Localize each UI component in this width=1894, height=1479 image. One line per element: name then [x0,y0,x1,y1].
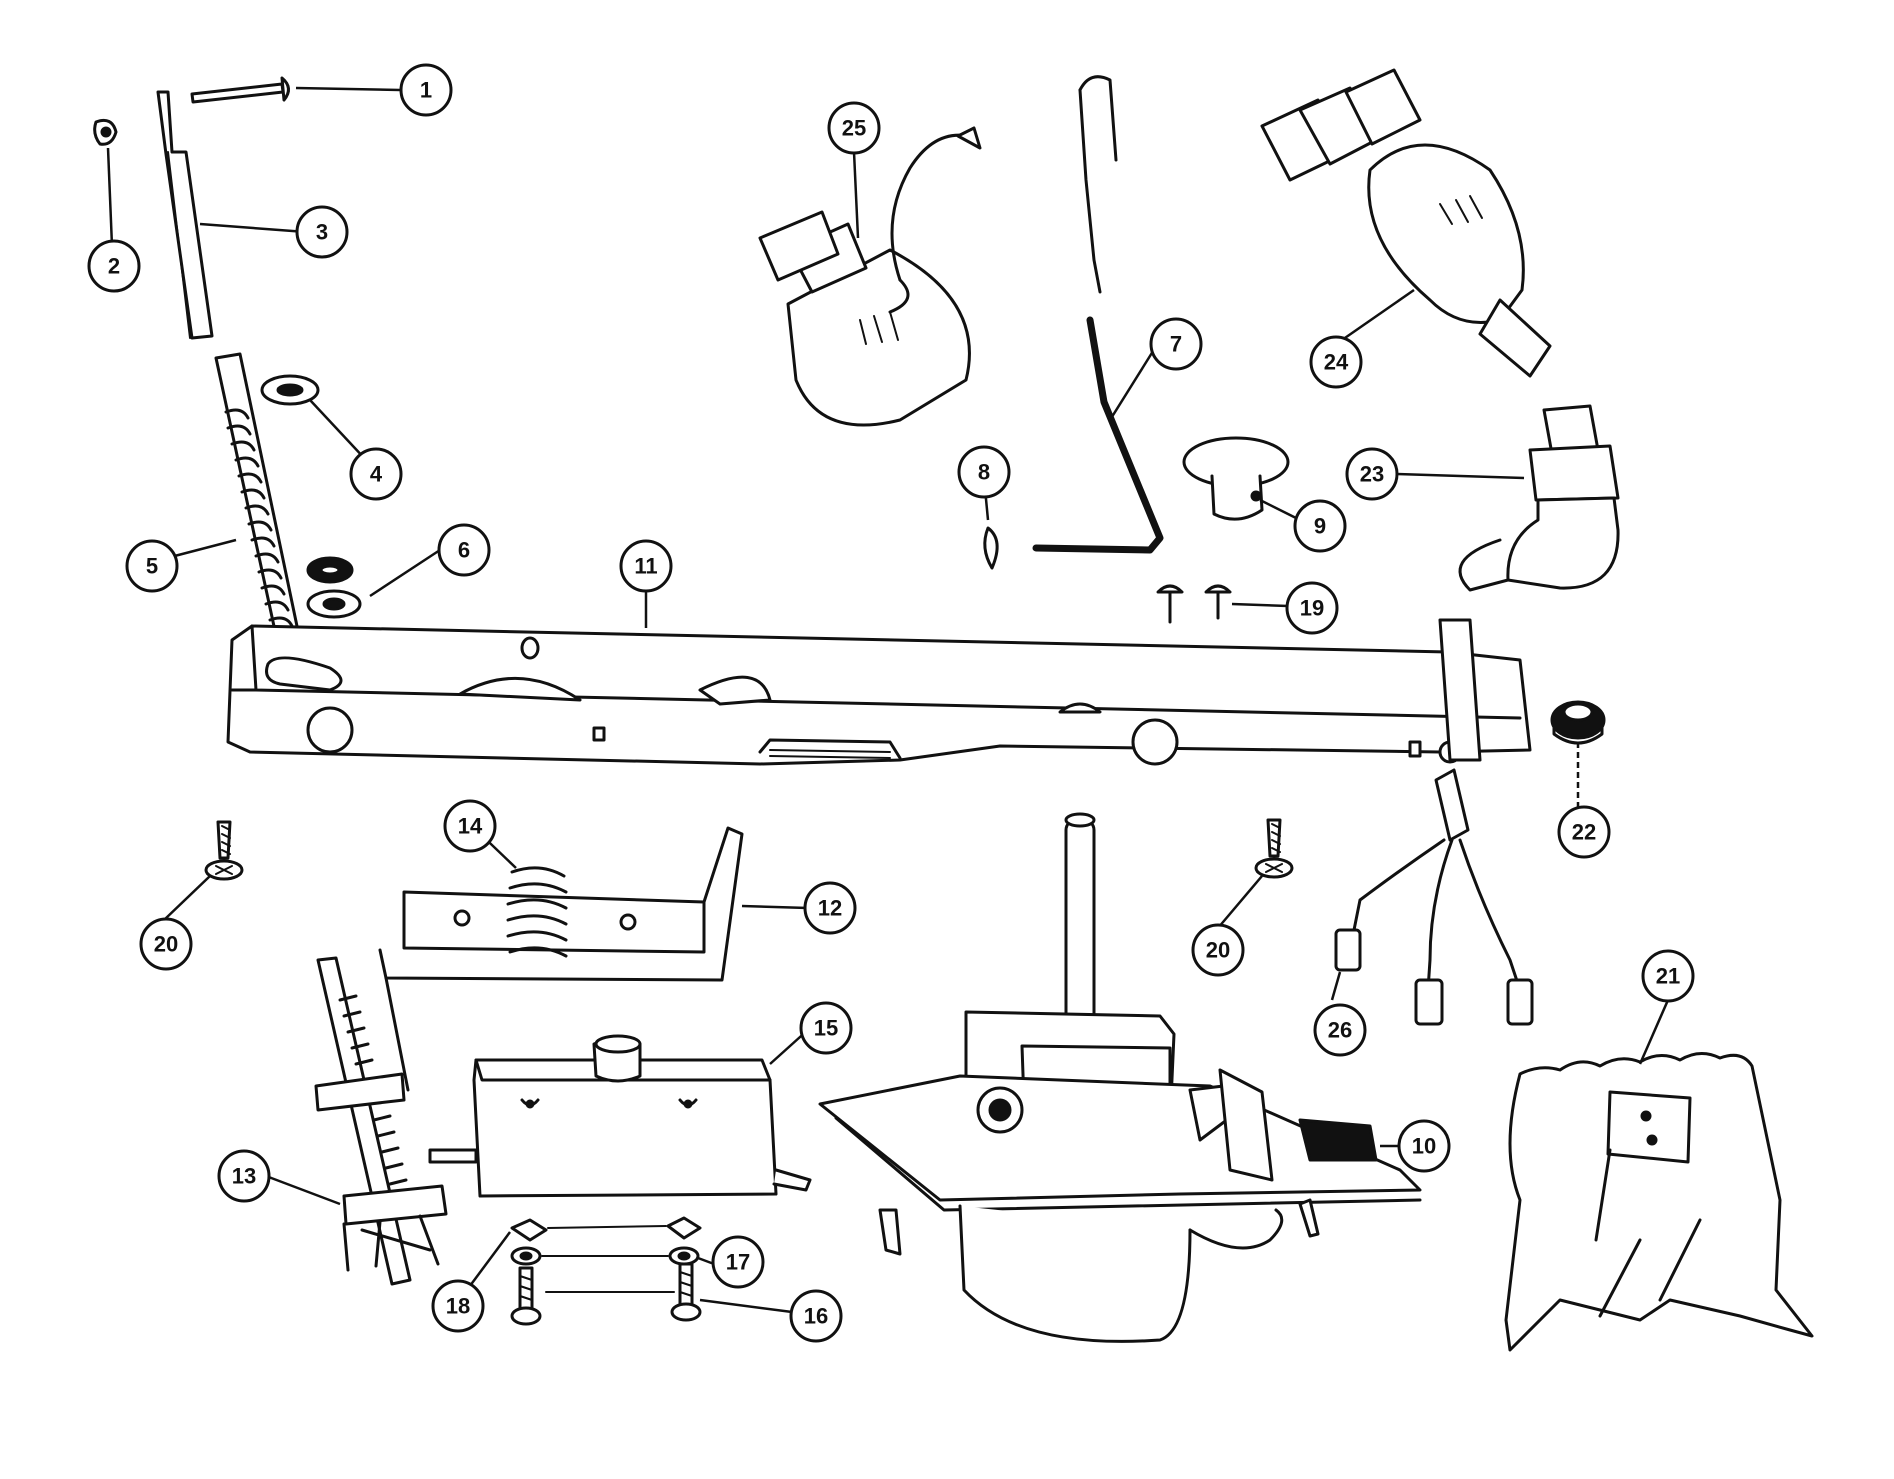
callout-14-label: 14 [458,814,483,839]
callout-19: 19 [1285,581,1339,635]
part-20-screw-right [1254,818,1294,879]
callout-20-left-label: 20 [154,932,178,957]
callout-22-label: 22 [1572,820,1596,845]
callout-15-label: 15 [814,1016,838,1041]
callout-24-label: 24 [1324,350,1349,375]
callout-13: 13 [217,1149,271,1203]
callout-18: 18 [431,1279,485,1333]
callout-21: 21 [1641,949,1695,1003]
callout-4-label: 4 [370,462,383,487]
leader-lines [106,86,1670,1314]
callout-5: 5 [125,539,179,593]
callout-3: 3 [295,205,349,259]
part-19-screws [1156,584,1232,624]
callout-11-label: 11 [634,554,657,579]
part-6-washer [306,589,362,619]
callout-17-label: 17 [726,1250,750,1275]
callout-16: 16 [789,1289,843,1343]
callout-15: 15 [799,1001,853,1055]
part-1-rivet [190,76,290,104]
part-3-rod [156,90,214,340]
part-10-timer-motor [818,812,1422,1343]
part-4-washer-lower [306,556,354,584]
callout-20-right-label: 20 [1206,938,1230,963]
callout-13-label: 13 [232,1164,256,1189]
part-13-adjusting-screw [314,956,448,1286]
part-15-switch [428,1034,812,1198]
callout-14: 14 [443,799,497,853]
callout-20-left: 20 [139,917,193,971]
callout-5-label: 5 [146,554,158,579]
callout-8-label: 8 [978,460,990,485]
callout-12: 12 [803,881,857,935]
callout-17: 17 [711,1235,765,1289]
callout-22: 22 [1557,805,1611,859]
callout-11: 11 [619,539,673,593]
callout-7: 7 [1149,317,1203,371]
part-11-frame [226,618,1532,766]
part-21-cloth-cover [1504,1052,1814,1352]
callout-1: 1 [399,63,453,117]
callout-1-label: 1 [420,78,432,103]
callout-12-label: 12 [818,896,842,921]
callout-26: 26 [1313,1003,1367,1057]
part-20-screw-left [204,820,244,881]
callout-24: 24 [1309,335,1363,389]
callout-25: 25 [827,101,881,155]
part-16-bolts [510,1262,702,1326]
callout-25-label: 25 [842,116,866,141]
part-8-clip [983,526,999,570]
callout-7-label: 7 [1170,332,1182,357]
part-9-knob [1182,436,1290,521]
callout-6-label: 6 [458,538,470,563]
part-24-large-plug [1260,68,1552,378]
callout-8: 8 [957,445,1011,499]
part-14-spring [506,866,568,958]
callout-21-label: 21 [1656,964,1680,989]
part-22-grommet [1550,700,1606,745]
callout-10-label: 10 [1412,1134,1436,1159]
part-26-lead-wires [1334,768,1534,1026]
callout-19-label: 19 [1300,596,1324,621]
callout-9: 9 [1293,499,1347,553]
part-12-bracket [378,826,744,1092]
callout-18-label: 18 [446,1294,470,1319]
part-4-washer-upper [260,374,320,406]
part-17-washers [510,1246,700,1266]
callout-10: 10 [1397,1119,1451,1173]
callout-16-label: 16 [804,1304,828,1329]
part-2-clip [93,118,118,146]
callout-6: 6 [437,523,491,577]
part-23-elbow [1458,404,1620,592]
callout-20-right: 20 [1191,923,1245,977]
callout-23: 23 [1345,447,1399,501]
part-18-square-nuts [510,1216,702,1242]
callout-3-label: 3 [316,220,328,245]
callout-9-label: 9 [1314,514,1326,539]
callout-2: 2 [87,239,141,293]
callout-26-label: 26 [1328,1018,1352,1043]
callout-2-label: 2 [108,254,120,279]
callout-4: 4 [349,447,403,501]
part-7-wire-link [1032,75,1164,554]
callout-23-label: 23 [1360,462,1384,487]
part-25-plug [758,126,982,427]
